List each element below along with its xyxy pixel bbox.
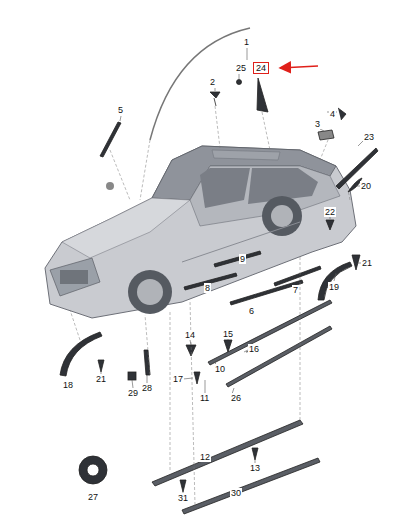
- callout-number: 20: [360, 181, 372, 191]
- callout-number: 12: [199, 452, 211, 462]
- callout-number: 9: [239, 254, 246, 264]
- callout-number: 11: [199, 393, 210, 403]
- callout-number: 23: [363, 132, 375, 142]
- callout-number: 30: [230, 488, 242, 498]
- callout-number: 29: [127, 388, 139, 398]
- callout-number: 5: [117, 105, 124, 115]
- callout-number: 1: [243, 37, 250, 47]
- callout-number: 17: [172, 374, 184, 384]
- callout-number: 8: [204, 283, 211, 293]
- callout-number: 13: [249, 463, 261, 473]
- callout-number: 18: [62, 380, 74, 390]
- callout-number: 10: [214, 364, 226, 374]
- callout-number: 14: [184, 330, 196, 340]
- callout-number: 26: [230, 393, 242, 403]
- callout-number: 2: [209, 77, 216, 87]
- callout-number: 4: [329, 109, 336, 119]
- callout-number: 25: [235, 63, 247, 73]
- leader-lines: [101, 48, 363, 494]
- callout-number: 22: [324, 207, 336, 217]
- callout-number: 27: [87, 492, 99, 502]
- trim-parts: [60, 28, 378, 514]
- dashed-lines: [70, 106, 350, 505]
- highlight-arrow: [280, 66, 318, 68]
- callout-number: 15: [222, 329, 234, 339]
- callout-number: 16: [248, 344, 260, 354]
- car-body: [45, 146, 356, 318]
- callout-number: 19: [328, 282, 340, 292]
- callout-number: 28: [141, 383, 153, 393]
- callout-number: 21: [361, 258, 373, 268]
- callout-number: 31: [177, 493, 189, 503]
- callout-number: 24: [253, 62, 269, 74]
- callout-number: 7: [292, 285, 299, 295]
- callout-number: 21: [95, 374, 107, 384]
- callout-number: 6: [248, 306, 255, 316]
- callout-number: 3: [314, 119, 321, 129]
